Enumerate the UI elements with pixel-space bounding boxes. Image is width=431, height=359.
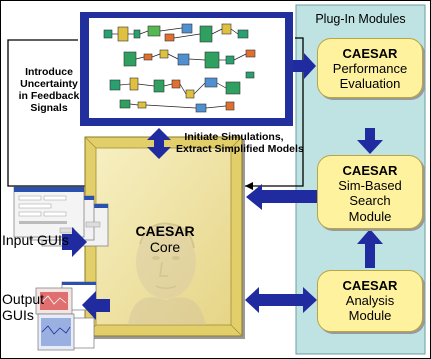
module-sim-based-search: CAESAR Sim-Based Search Module (317, 155, 423, 229)
output-gui-thumbnails (35, 281, 97, 351)
module-line: Module (348, 308, 392, 324)
core-box (95, 147, 232, 326)
arrow-analysis-to-search (357, 229, 383, 268)
module-analysis: CAESAR Analysis Module (317, 270, 423, 332)
flow-arrows (62, 53, 383, 320)
feedback-loop (7, 37, 304, 187)
module-line: Sim-Based (338, 178, 402, 193)
module-line: Evaluation (339, 76, 401, 92)
initiate-simulations-label: Initiate Simulations, Extract Simplified… (176, 131, 304, 155)
output-line-1: Output (2, 291, 45, 307)
arrow-core-analysis (245, 287, 317, 313)
simulink-wires (112, 27, 247, 109)
uncertainty-line-1: Introduce (25, 66, 73, 78)
module-line: Module (348, 208, 392, 224)
simulink-blocks (103, 23, 256, 113)
module-line: Analysis (345, 293, 395, 308)
arrow-simulink-to-performance (293, 53, 316, 79)
arrow-input-to-core (62, 227, 87, 257)
module-title: CAESAR (342, 278, 398, 293)
arrow-search-to-core (246, 184, 317, 210)
uncertainty-line-3: in Feedback (18, 90, 80, 103)
output-line-2: GUIs (2, 307, 34, 324)
core-subtitle: Core (149, 239, 181, 256)
module-title: CAESAR (342, 46, 398, 61)
feedback-arrowhead (245, 182, 253, 190)
caesar-statue-image (128, 222, 206, 325)
arrow-core-to-output (82, 291, 110, 320)
uncertainty-line-4: Signals (30, 102, 68, 115)
arrow-performance-to-search (357, 128, 383, 154)
module-line: Performance (332, 61, 408, 76)
core-title: CAESAR (135, 223, 195, 239)
initiate-line-2: Extract Simplified Models (176, 143, 304, 156)
plugin-panel-title: Plug-In Modules (315, 12, 406, 26)
uncertainty-label: Introduce Uncertainty in Feedback Signal… (12, 66, 86, 114)
input-guis-label: Input GUIs (2, 232, 69, 248)
module-line: Search (349, 193, 391, 209)
uncertainty-line-2: Uncertainty (20, 78, 78, 91)
arrow-simulink-core (147, 128, 171, 159)
initiate-line-1: Initiate Simulations, (184, 131, 284, 143)
module-performance-evaluation: CAESAR Performance Evaluation (317, 38, 423, 98)
core-label: CAESAR Core (120, 223, 210, 255)
module-title: CAESAR (342, 163, 398, 178)
output-guis-label: Output GUIs (2, 291, 44, 323)
